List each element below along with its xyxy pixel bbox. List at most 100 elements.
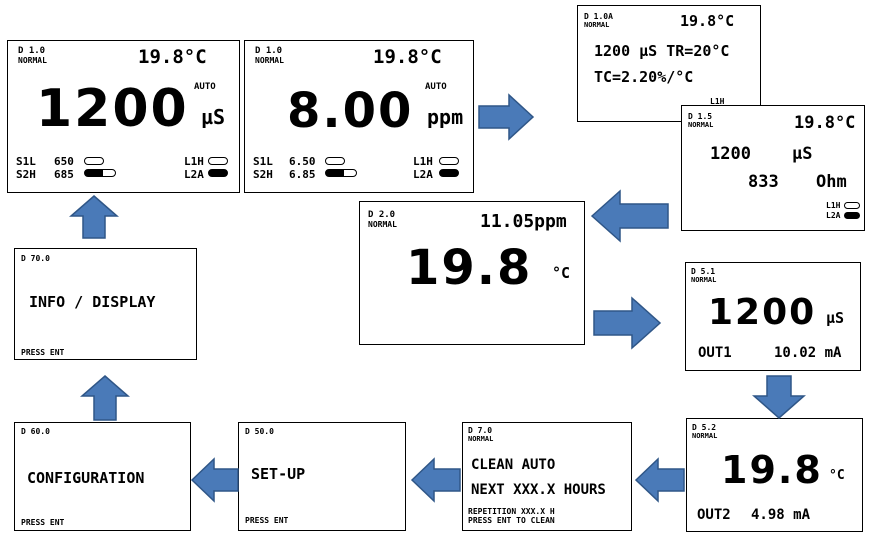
main-value: 19.8 — [406, 240, 533, 296]
arrow-up-icon — [80, 375, 130, 421]
limit-2-indicator — [844, 212, 860, 219]
main-unit: µS — [826, 309, 845, 327]
setpoint-1-label: S1L — [253, 155, 273, 168]
limit-1-label: L1H — [413, 155, 433, 168]
screen-d70-0: D 70.0 INFO / DISPLAY PRESS ENT — [14, 248, 197, 360]
primary-unit: µS — [792, 144, 813, 164]
setpoint-2-label: S2H — [253, 168, 273, 181]
screen-d2-0: D 2.0 NORMAL 11.05ppm 19.8 °C — [359, 201, 585, 345]
secondary-reading: 11.05ppm — [480, 211, 567, 232]
arrow-left-icon — [590, 189, 669, 243]
screen-code: D 1.0 — [18, 46, 46, 56]
screen-mode: NORMAL — [18, 56, 47, 65]
main-unit: °C — [829, 468, 845, 483]
screen-d1-0a: D 1.0A NORMAL 19.8°C 1200 µS TR=20°C TC=… — [577, 5, 761, 122]
arrow-up-icon — [69, 195, 119, 239]
setpoint-2-value: 685 — [54, 168, 74, 181]
setpoint-2-label: S2H — [16, 168, 36, 181]
limit-2-label: L2A — [413, 168, 433, 181]
press-ent-hint: PRESS ENT — [21, 348, 65, 357]
next-clean-line: NEXT XXX.X HOURS — [471, 482, 606, 498]
press-ent-hint: PRESS ENT — [21, 518, 65, 527]
setpoint-1-value: 6.50 — [289, 155, 316, 168]
limit-2-label: L2A — [184, 168, 204, 181]
output-label: OUT2 — [697, 507, 731, 523]
limit-1-label: L1H — [184, 155, 204, 168]
screen-code: D 60.0 — [21, 427, 50, 436]
limit-2-label: L2A — [826, 211, 841, 220]
screen-d60-0: D 60.0 CONFIGURATION PRESS ENT — [14, 422, 191, 531]
arrow-right-icon — [478, 93, 535, 141]
limit-1-indicator — [208, 157, 228, 165]
output-value: 4.98 mA — [751, 507, 811, 523]
screen-d1-0-ppm: D 1.0 NORMAL 19.8°C AUTO 8.00 ppm S1L 6.… — [244, 40, 474, 193]
screen-code: D 2.0 — [368, 210, 396, 220]
setpoint-2-indicator — [325, 169, 357, 177]
auto-indicator: AUTO — [425, 82, 447, 92]
setpoint-2-value: 6.85 — [289, 168, 316, 181]
screen-code: D 5.1 — [691, 267, 716, 276]
screen-code: D 1.0A — [584, 12, 613, 21]
press-ent-to-clean: PRESS ENT TO CLEAN — [468, 516, 555, 525]
clean-mode-line: CLEAN AUTO — [471, 457, 556, 473]
arrow-left-icon — [634, 457, 685, 503]
limit-2-indicator — [208, 169, 228, 177]
arrow-down-icon — [752, 375, 806, 419]
temperature-reading: 19.8°C — [680, 12, 735, 30]
limit-1-label: L1H — [826, 201, 841, 210]
main-unit: °C — [552, 264, 571, 282]
main-value: 1200 — [36, 79, 189, 139]
arrow-right-icon — [593, 296, 662, 350]
screen-code: D 5.2 — [692, 423, 717, 432]
menu-title: SET-UP — [251, 465, 306, 483]
screen-mode: NORMAL — [368, 220, 397, 229]
screen-mode: NORMAL — [692, 432, 718, 440]
screen-d50-0: D 50.0 SET-UP PRESS ENT — [238, 422, 406, 531]
primary-value: 1200 — [710, 144, 751, 164]
screen-mode: NORMAL — [691, 276, 717, 284]
limit-1-indicator — [844, 202, 860, 209]
info-line-1: 1200 µS TR=20°C — [594, 42, 730, 60]
screen-code: D 50.0 — [245, 427, 274, 436]
main-unit: µS — [201, 105, 226, 129]
screen-code: D 7.0 — [468, 426, 493, 435]
arrow-left-icon — [410, 457, 461, 503]
secondary-unit: Ohm — [816, 172, 847, 192]
screen-code: D 1.5 — [688, 112, 713, 121]
setpoint-1-value: 650 — [54, 155, 74, 168]
screen-code: D 1.0 — [255, 46, 283, 56]
screen-mode: NORMAL — [688, 121, 714, 129]
temperature-reading: 19.8°C — [373, 46, 442, 68]
setpoint-1-indicator — [325, 157, 345, 165]
screen-d1-5: D 1.5 NORMAL 19.8°C 1200 µS 833 Ohm L1H … — [681, 105, 865, 231]
secondary-value: 833 — [748, 172, 779, 192]
screen-d5-1: D 5.1 NORMAL 1200 µS OUT1 10.02 mA — [685, 262, 861, 371]
auto-indicator: AUTO — [194, 82, 216, 92]
screen-d1-0-conductivity: D 1.0 NORMAL 19.8°C AUTO 1200 µS S1L 650… — [7, 40, 240, 193]
screen-d5-2: D 5.2 NORMAL 19.8 °C OUT2 4.98 mA — [686, 418, 863, 532]
press-ent-hint: PRESS ENT — [245, 516, 289, 525]
setpoint-2-indicator — [84, 169, 116, 177]
main-value: 8.00 — [287, 83, 414, 139]
info-line-2: TC=2.20%/°C — [594, 68, 694, 86]
repetition-line: REPETITION XXX.X H — [468, 507, 555, 516]
arrow-left-icon — [190, 457, 239, 503]
screen-mode: NORMAL — [255, 56, 284, 65]
limit-1-indicator — [439, 157, 459, 165]
temperature-reading: 19.8°C — [138, 46, 207, 68]
temperature-reading: 19.8°C — [794, 113, 856, 133]
main-value: 19.8 — [721, 448, 823, 492]
main-value: 1200 — [708, 292, 817, 333]
output-label: OUT1 — [698, 345, 732, 361]
screen-code: D 70.0 — [21, 254, 50, 263]
limit-1-label: L1H — [710, 97, 725, 106]
limit-2-indicator — [439, 169, 459, 177]
menu-title: CONFIGURATION — [27, 469, 145, 487]
output-value: 10.02 mA — [774, 345, 842, 361]
screen-mode: NORMAL — [584, 21, 610, 29]
screen-mode: NORMAL — [468, 435, 494, 443]
setpoint-1-label: S1L — [16, 155, 36, 168]
menu-title: INFO / DISPLAY — [29, 293, 156, 311]
main-unit: ppm — [427, 105, 464, 129]
screen-d7-0: D 7.0 NORMAL CLEAN AUTO NEXT XXX.X HOURS… — [462, 422, 632, 531]
